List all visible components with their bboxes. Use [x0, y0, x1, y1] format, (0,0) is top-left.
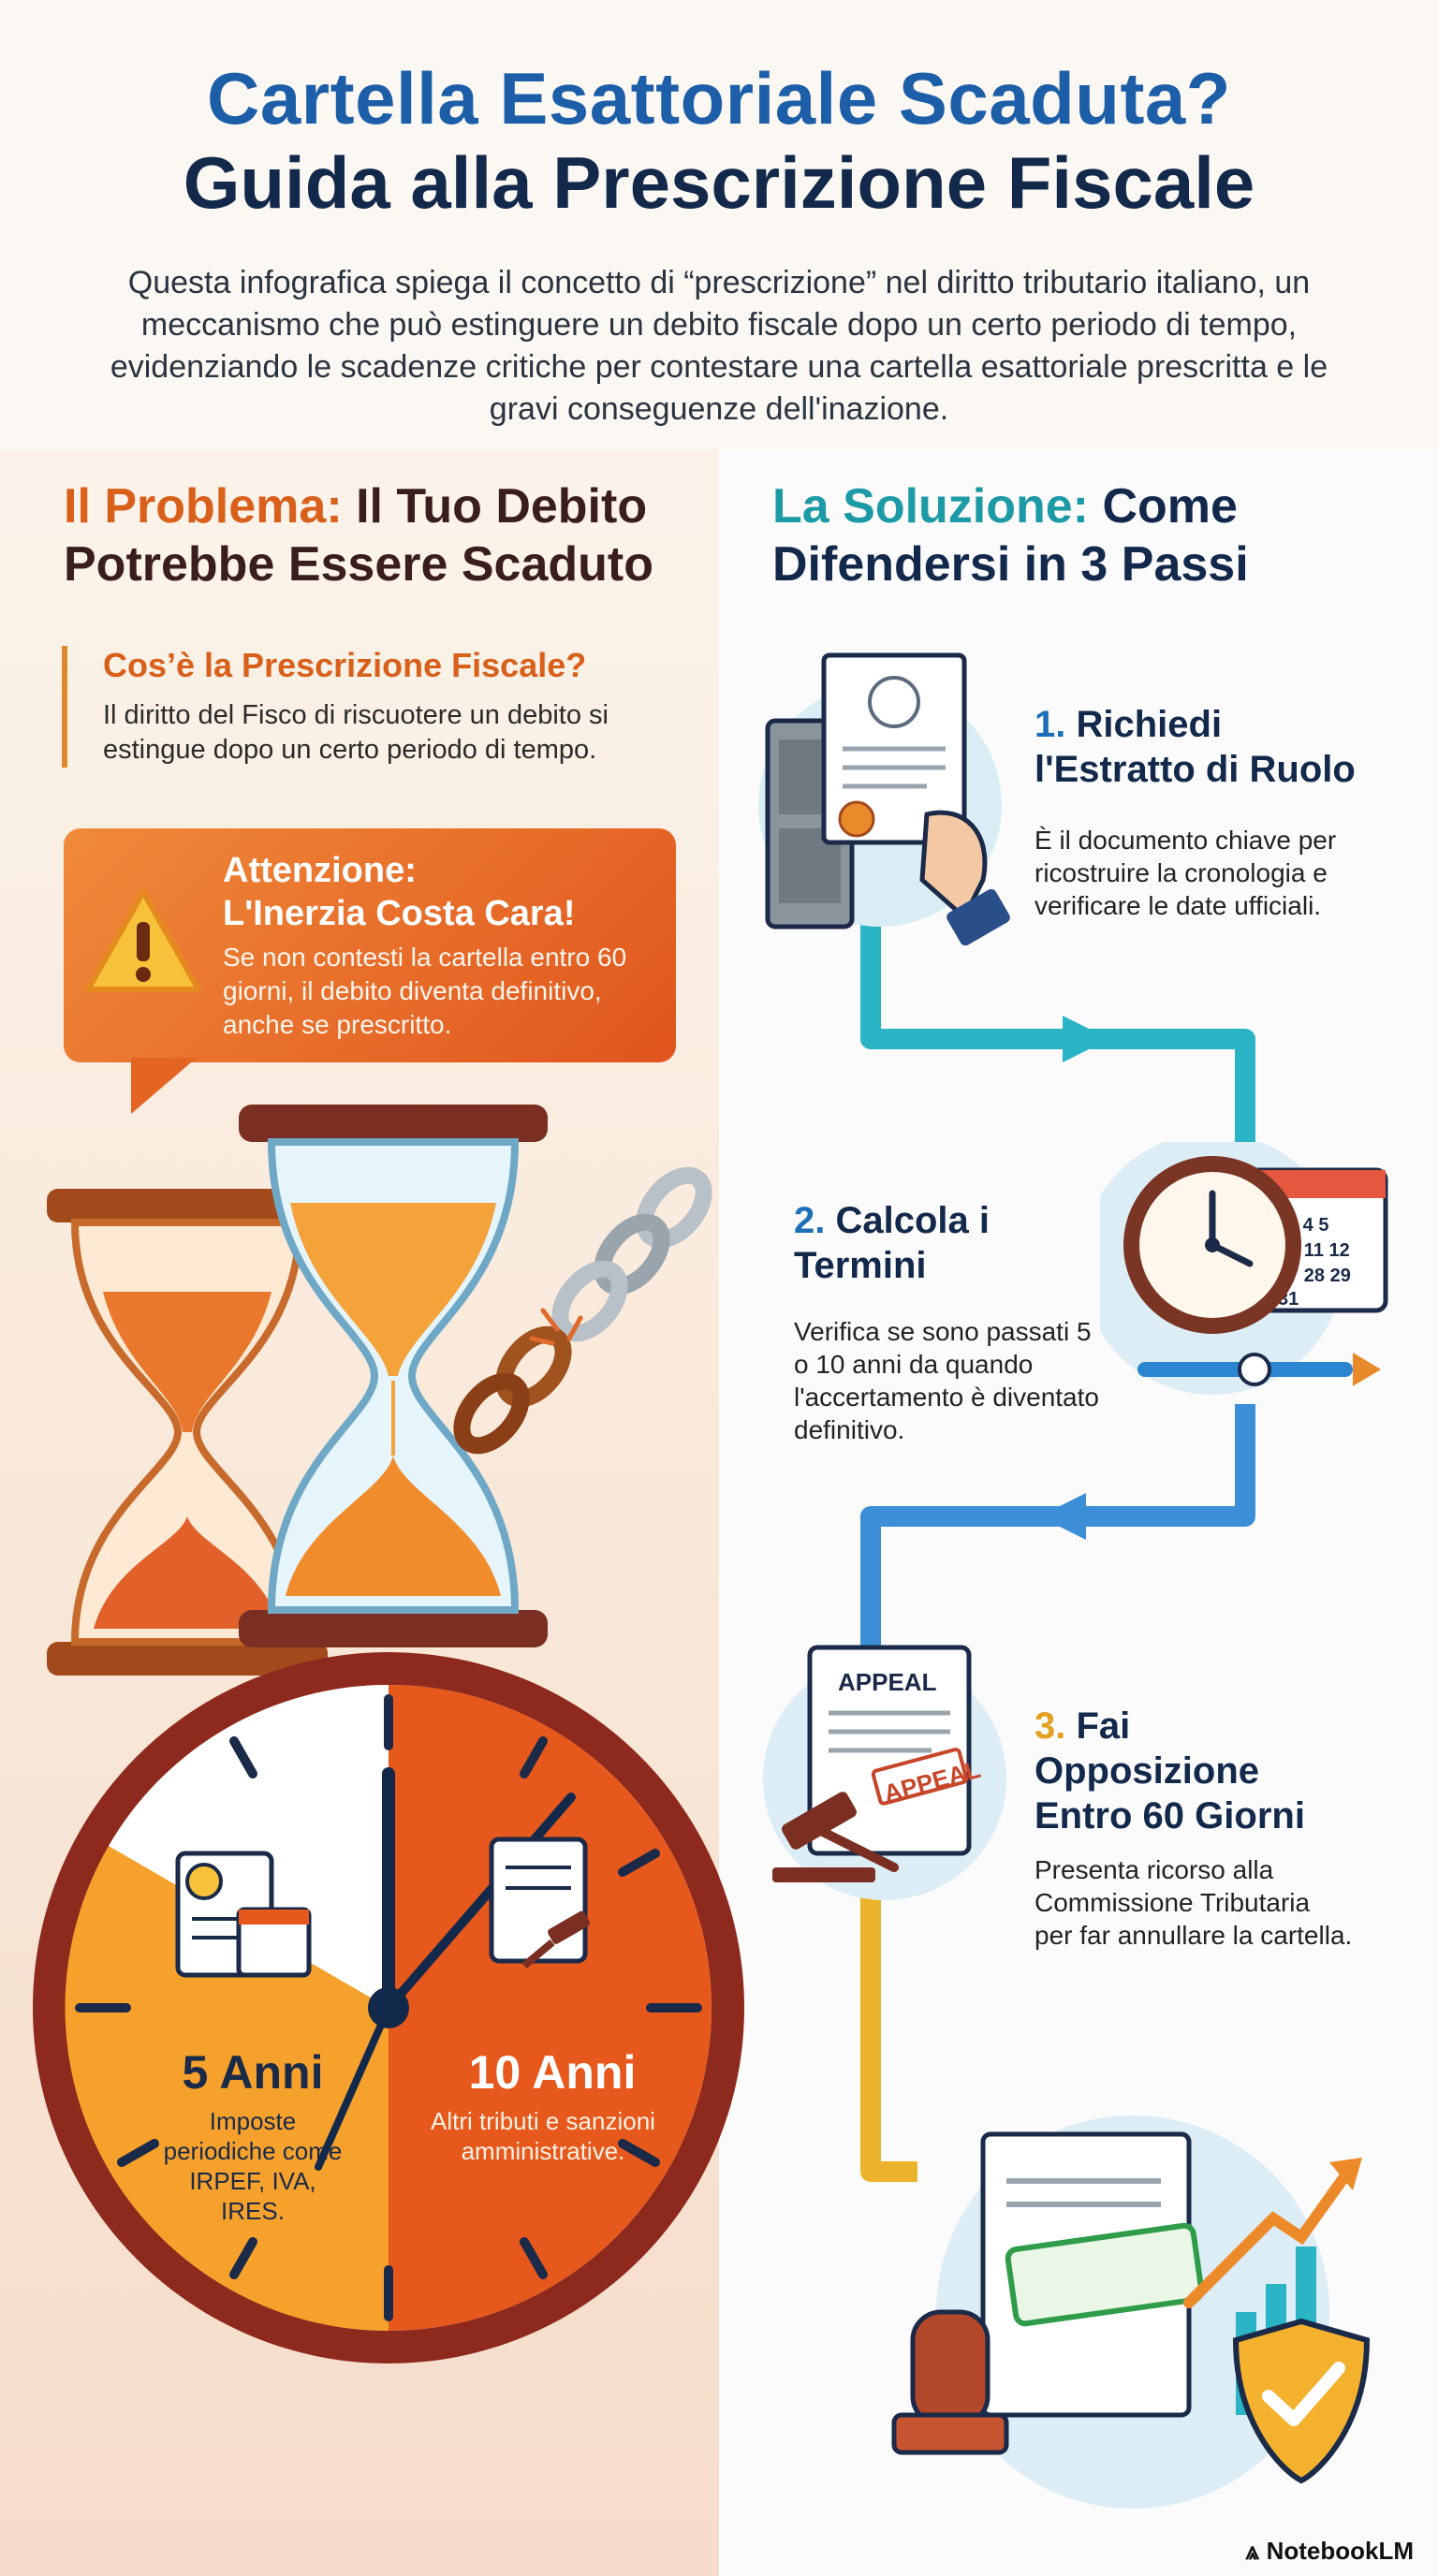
appeal-header-label: APPEAL	[838, 1668, 937, 1696]
problem-heading-part1: Il Tuo Debito	[356, 479, 648, 534]
intro-text: Questa infografica spiega il concetto di…	[110, 265, 1328, 427]
warning-title-line-2: L'Inerzia Costa Cara!	[223, 894, 576, 933]
broken-chain-icon	[453, 1166, 712, 1455]
solution-heading: La Soluzione: Come Difendersi in 3 Passi	[772, 477, 1428, 593]
step-2-title-line-1: Calcola i	[835, 1200, 990, 1241]
definition-text: Il diritto del Fisco di riscuotere un de…	[103, 700, 609, 765]
step-2-number: 2.	[794, 1200, 826, 1241]
step-1-text: È il documento chiave per ricostruire la…	[1034, 826, 1337, 920]
solution-heading-part2: Difendersi in 3 Passi	[772, 537, 1249, 592]
definition-block: Cos’è la Prescrizione Fiscale? Il diritt…	[62, 646, 702, 768]
step-3-number: 3.	[1034, 1705, 1066, 1747]
step-1-number: 1.	[1034, 704, 1066, 745]
step-2-title: 2. Calcola i Termini	[794, 1198, 1103, 1288]
step-3-title-line-2: Opposizione	[1034, 1750, 1259, 1792]
problem-heading-part2: Potrebbe Essere Scaduto	[64, 537, 653, 592]
problem-heading: Il Problema: Il Tuo Debito Potrebbe Esse…	[64, 477, 710, 593]
step-3-title-line-3: Entro 60 Giorni	[1034, 1795, 1305, 1837]
step-3-title: 3. Fai Opposizione Entro 60 Giorni	[1034, 1704, 1428, 1838]
solution-heading-part1: Come	[1102, 479, 1238, 534]
appeal-document-icon: APPEAL APPEAL	[763, 1629, 1006, 1910]
definition-title: Cos’è la Prescrizione Fiscale?	[103, 646, 587, 684]
title-line-2: Guida alla Prescrizione Fiscale	[183, 141, 1255, 224]
warning-title: Attenzione: L'Inerzia Costa Cara!	[223, 849, 575, 935]
step-1-title-line-2: l'Estratto di Ruolo	[1034, 749, 1356, 790]
solution-heading-accent: La Soluzione:	[772, 479, 1089, 534]
tax-document-icon	[175, 1851, 312, 1978]
notebooklm-logo-icon: ⩓	[1245, 2537, 1260, 2565]
clock-calendar-icon: 3 4 5 10 11 12 17 28 29 31	[1100, 1142, 1388, 1395]
problem-heading-accent: Il Problema:	[64, 479, 343, 534]
document-certificate-icon	[758, 652, 1010, 945]
step-3-title-line-1: Fai	[1076, 1705, 1131, 1747]
step-1-title-line-1: Richiedi	[1076, 704, 1223, 745]
clock-10-anni-text: Altri tributi e sanzioni amministrative.	[431, 2107, 655, 2165]
warning-callout: Attenzione: L'Inerzia Costa Cara! Se non…	[64, 828, 676, 1062]
step-2-title-line-2: Termini	[794, 1245, 927, 1286]
warning-icon	[85, 889, 201, 992]
prescription-clock	[33, 1652, 744, 2364]
brand-label: NotebookLM	[1266, 2537, 1414, 2565]
notebooklm-brand: ⩓ NotebookLM	[1246, 2537, 1414, 2567]
hourglass-front-icon	[239, 1105, 548, 1647]
warning-callout-tail	[131, 1058, 197, 1114]
step-2-text: Verifica se sono passati 5 o 10 anni da …	[794, 1317, 1099, 1444]
step-3-text: Presenta ricorso alla Commissione Tribut…	[1034, 1855, 1353, 1950]
warning-text: Se non contesti la cartella entro 60 gio…	[223, 943, 627, 1039]
clock-10-anni-label: 10 Anni	[468, 2046, 637, 2099]
clock-5-anni-label: 5 Anni	[182, 2046, 324, 2099]
gavel-document-icon	[489, 1837, 591, 1969]
clock-5-anni-text: Imposte periodiche come IRPEF, IVA, IRES…	[163, 2107, 343, 2225]
title-line-1: Cartella Esattoriale Scaduta?	[207, 57, 1231, 139]
steps-flow-connector	[860, 899, 1255, 2182]
step-1-title: 1. Richiedi l'Estratto di Ruolo	[1034, 702, 1428, 792]
approved-document-shield-icon	[891, 2115, 1371, 2509]
warning-title-line-1: Attenzione:	[223, 851, 417, 890]
